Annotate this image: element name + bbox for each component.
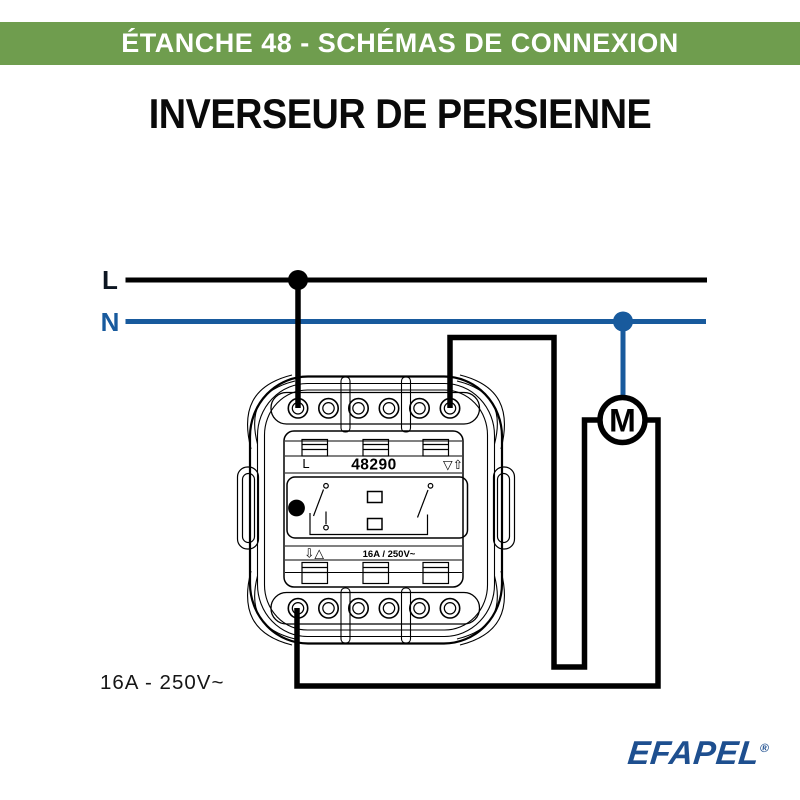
motor-label: M — [609, 403, 636, 439]
switch-mechanism — [286, 476, 469, 539]
device-body-outline — [248, 375, 504, 645]
wire-motor-right-return — [294, 417, 661, 689]
device-body-ridge-1 — [256, 382, 496, 638]
top-terminals — [287, 397, 461, 419]
top-terminal-band — [270, 391, 481, 425]
header-title: ÉTANCHE 48 - SCHÉMAS DE CONNEXION — [121, 28, 679, 58]
corner-wings — [247, 374, 505, 646]
motor-circle — [597, 394, 648, 446]
device-arrows-bottom: ⇩△ — [304, 546, 324, 561]
side-tabs — [236, 466, 516, 550]
device-body-ridge-2 — [263, 389, 489, 631]
motor-symbol: M — [597, 394, 648, 446]
phase-label: L — [102, 265, 118, 295]
bottom-terminals — [287, 597, 461, 619]
device-arrows-top: ▽⇧ — [443, 457, 463, 472]
neutral-label: N — [101, 307, 120, 337]
device-inner-frame — [283, 430, 464, 588]
device-rating-label: 16A / 250V~ — [363, 549, 416, 560]
registered-mark: ® — [759, 741, 770, 755]
wire-switch-to-motor-left — [447, 334, 599, 670]
header-bar: ÉTANCHE 48 - SCHÉMAS DE CONNEXION — [0, 22, 800, 65]
rating-text: 16A - 250V~ — [100, 671, 224, 694]
phase-junction-dot — [288, 270, 308, 290]
device-terminal-label: L — [302, 456, 309, 471]
neutral-junction-dot — [613, 311, 633, 332]
page-title: INVERSEUR DE PERSIENNE — [148, 90, 652, 137]
wires — [294, 280, 661, 689]
brand-logo: EFAPEL® — [626, 734, 800, 772]
clamp-blocks — [301, 438, 450, 585]
device-drawing: L 48290 ▽⇧ ⇩△ 16A / 250V~ — [236, 374, 516, 646]
mechanism-dot — [288, 499, 305, 517]
brand-name: EFAPEL — [626, 734, 762, 771]
bottom-terminal-band — [270, 591, 481, 625]
device-model-number: 48290 — [351, 457, 397, 474]
supply-lines — [125, 277, 707, 324]
screw-channels — [340, 376, 412, 644]
